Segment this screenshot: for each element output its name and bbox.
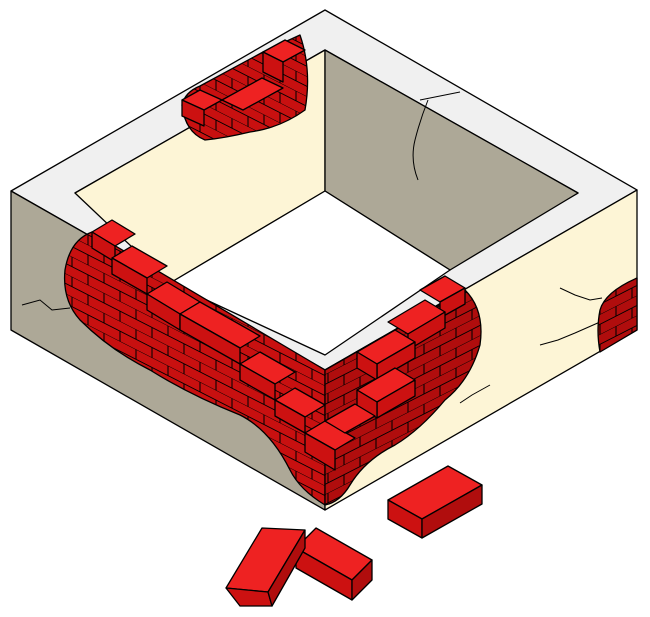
wall-crack	[412, 99, 429, 181]
wall-crack	[559, 287, 603, 301]
brick-block	[181, 99, 205, 127]
courtyard-floor	[169, 190, 451, 356]
brick-block	[221, 77, 284, 111]
loose-brick-3	[225, 527, 306, 607]
exposed-brick-far-right	[597, 277, 638, 353]
brick-block	[262, 51, 284, 83]
stepped-bricks-left	[91, 219, 356, 471]
stepped-bricks-right	[324, 275, 466, 434]
wall-crack	[459, 384, 491, 404]
wall-crack	[539, 321, 601, 346]
loose-brick-2	[295, 527, 373, 601]
loose-brick-1	[387, 465, 483, 539]
wall-crack	[419, 91, 461, 101]
wall-crack	[21, 299, 71, 311]
